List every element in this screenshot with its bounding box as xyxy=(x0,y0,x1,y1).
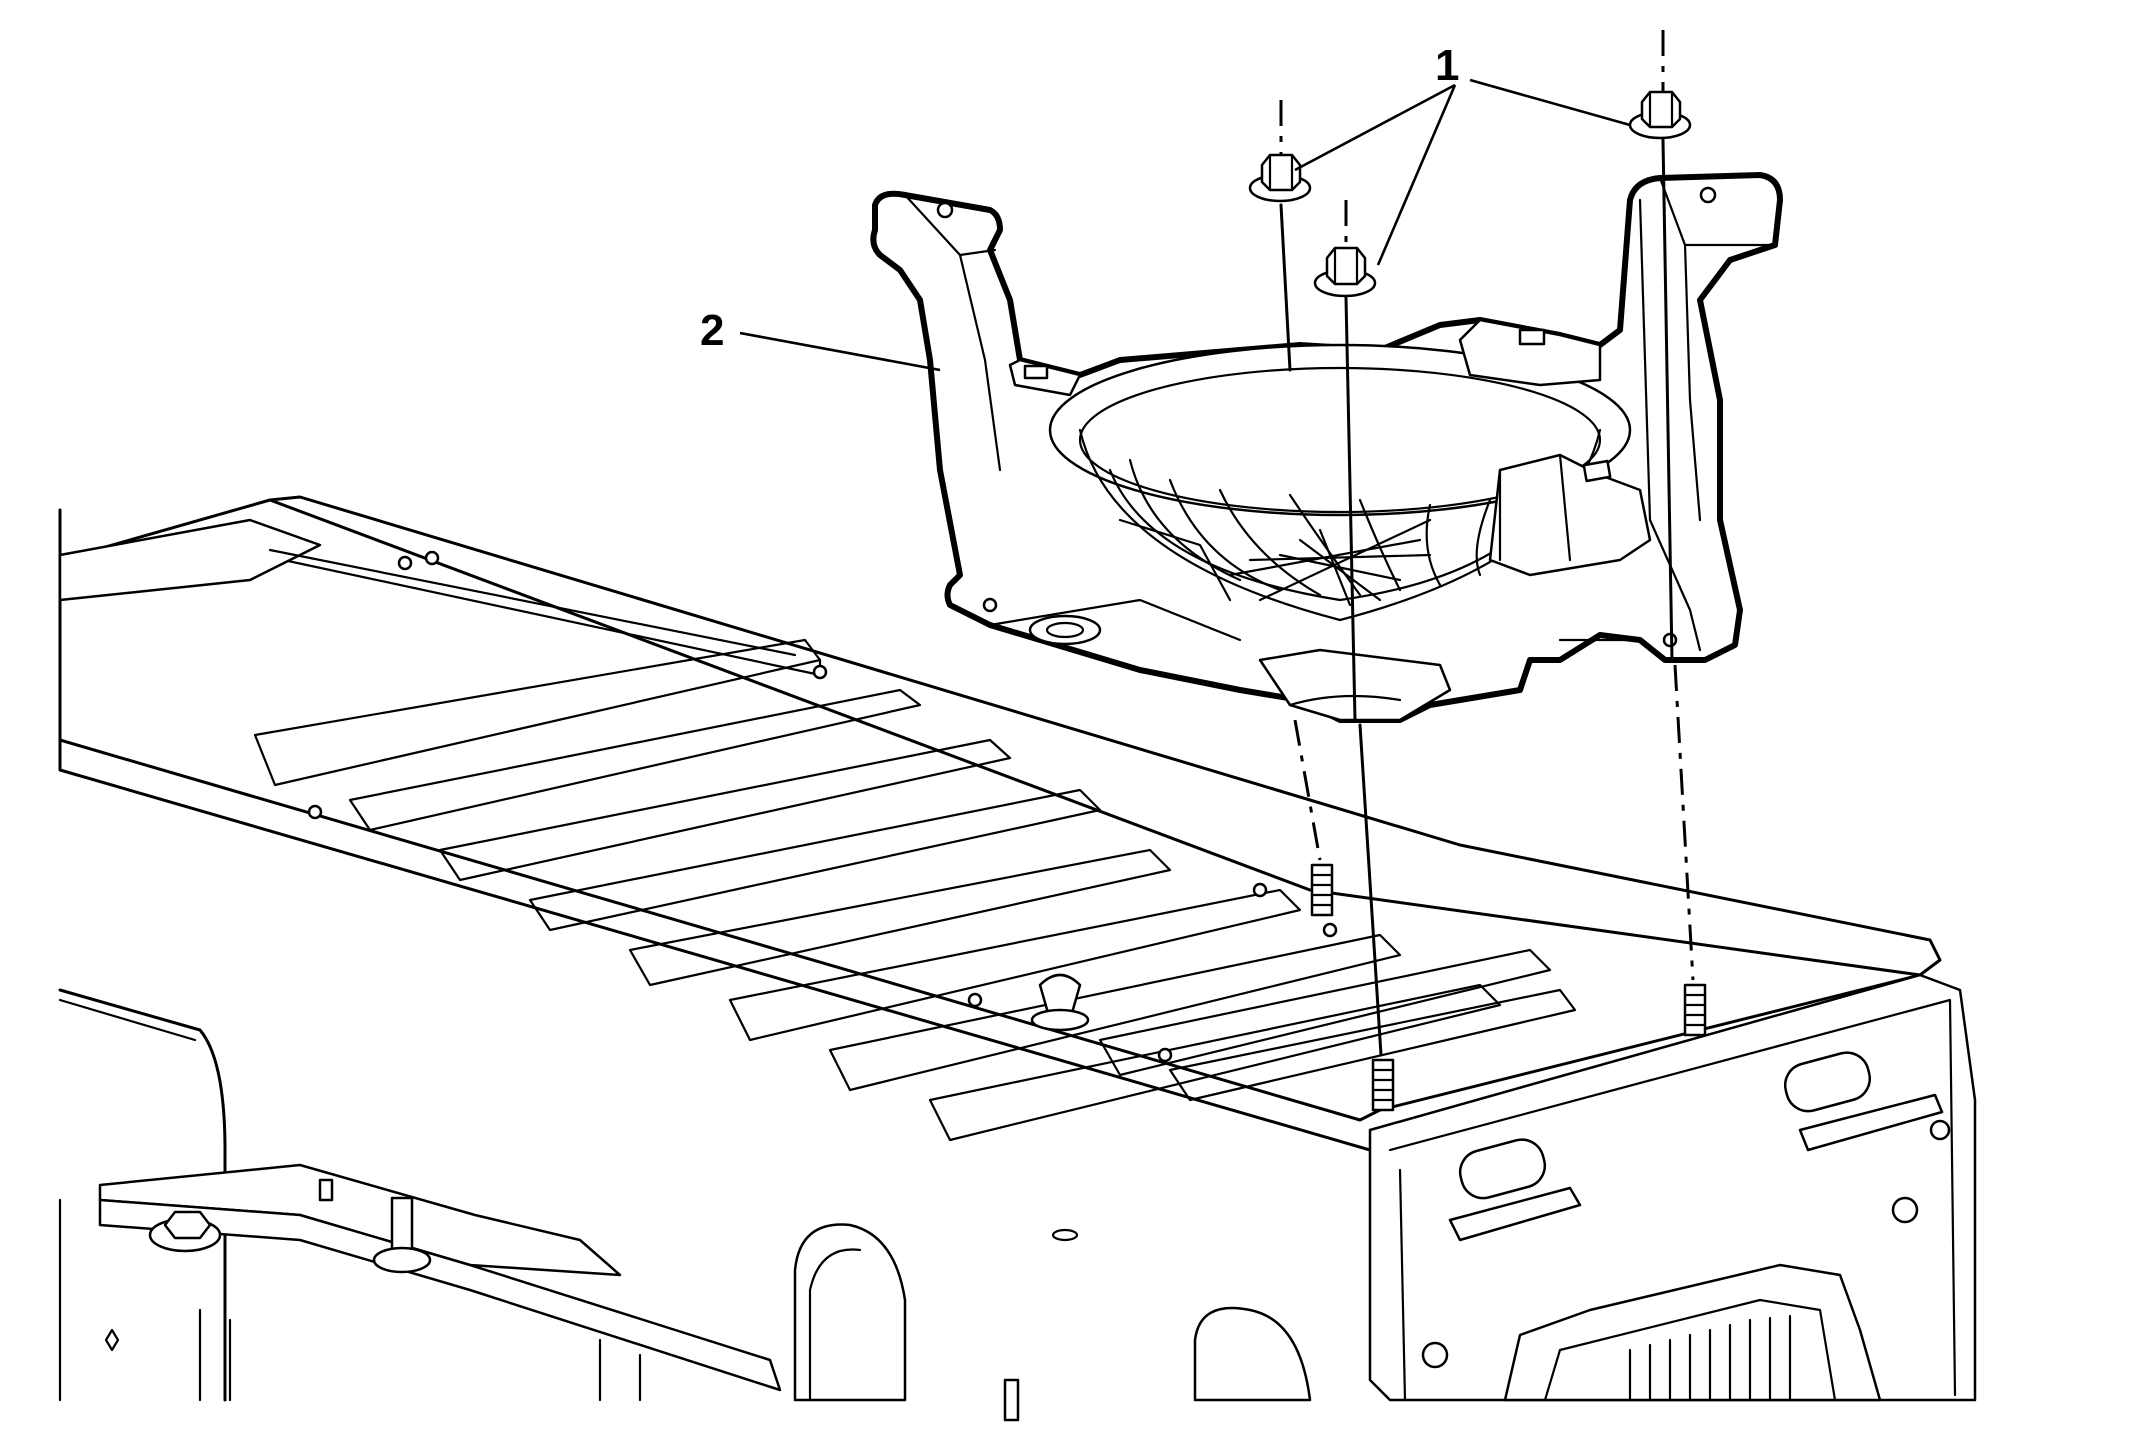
flange-nuts xyxy=(1248,90,1692,298)
rail-bolts xyxy=(148,1178,432,1274)
callout-1: 1 xyxy=(1435,41,1459,90)
nut-middle xyxy=(1313,246,1377,298)
nut-left xyxy=(1248,153,1312,203)
stud-left xyxy=(1310,863,1334,917)
assembly-centerlines xyxy=(1279,30,1695,1057)
stud-front xyxy=(1371,1058,1395,1112)
callout-2: 2 xyxy=(700,306,724,355)
tire-bracket xyxy=(870,172,1783,723)
deck-rivets xyxy=(307,550,1338,1063)
mounting-studs xyxy=(1030,863,1707,1112)
nut-right xyxy=(1628,90,1692,140)
stud-right xyxy=(1683,983,1707,1037)
callout-leaders xyxy=(739,78,1631,372)
connector-fins xyxy=(1628,1314,1792,1402)
rubber-bumper xyxy=(1030,973,1090,1032)
battery-housing xyxy=(58,495,1977,1422)
